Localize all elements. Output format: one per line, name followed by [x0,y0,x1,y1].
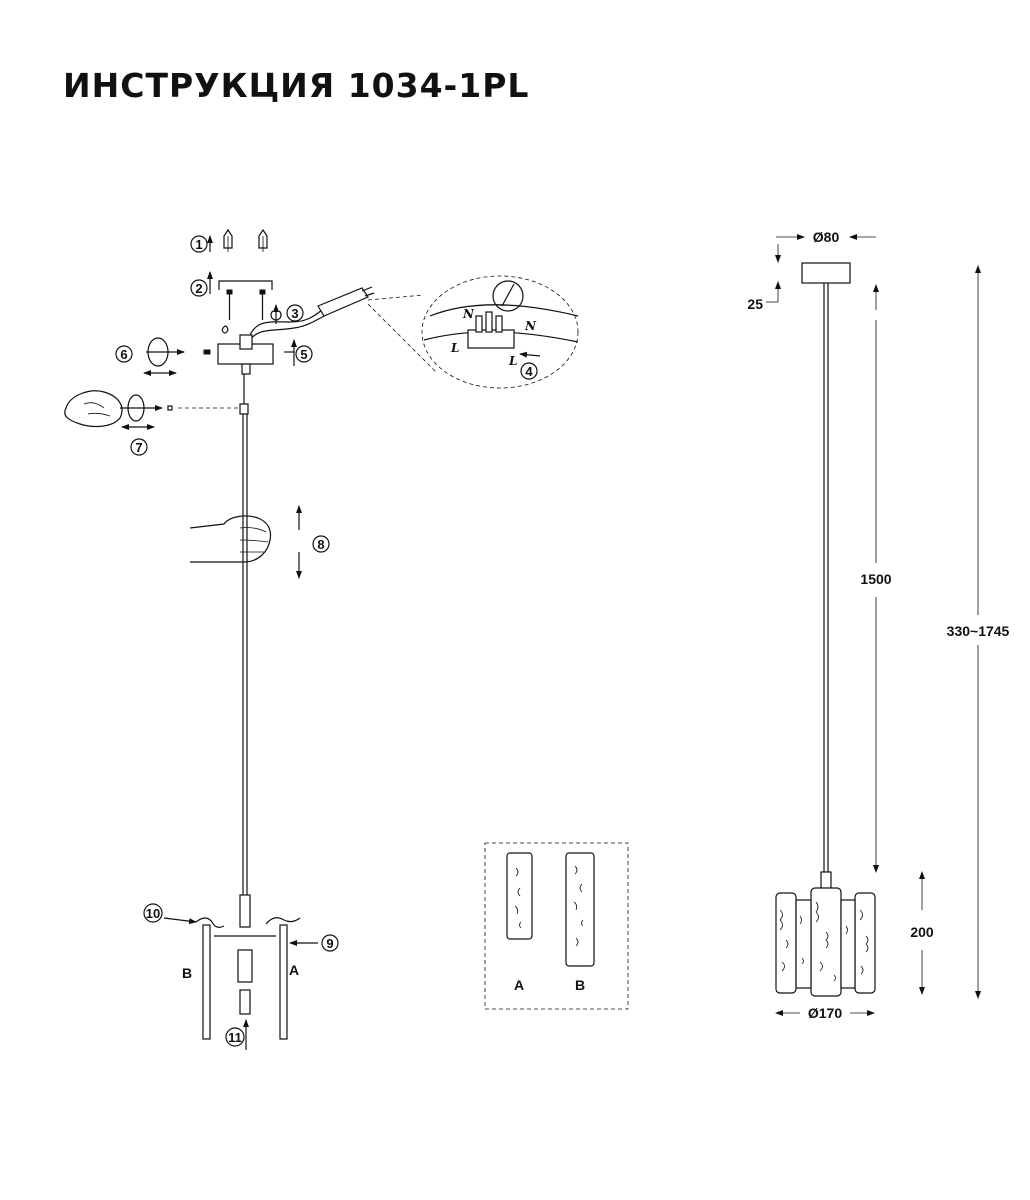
lamp-stem [239,894,251,928]
installation-drawing: 1 2 [64,228,375,1050]
step-6-group: 6 [115,337,211,376]
suspension-cable [239,374,249,895]
shade-front-center [810,887,842,997]
step-7-group: 7 [64,390,240,456]
step-1-group: 1 [190,228,268,253]
step-11-number: 11 [228,1030,242,1045]
wire-label-live: L [508,354,517,368]
detail-outline [421,275,579,389]
canopy-mount [239,334,253,350]
dimension-drawing: Ø80 25 1500 330~1745 Ø170 [747,229,1009,1021]
light-bulb [239,989,251,1015]
step-9-number: 9 [326,936,333,951]
step-4-number: 4 [525,364,533,379]
shade-type-b-label: B [575,977,585,993]
canopy-front [801,262,851,284]
page-title: ИНСТРУКЦИЯ 1034-1PL [63,66,530,105]
wall-plug-icon [258,228,268,252]
lamp-socket [237,949,253,983]
shade-type-b: B [565,852,595,993]
step-11-circle [225,1027,245,1047]
shade-back-right [840,899,856,989]
shade-type-a: A [506,852,533,993]
step-2-circle [190,279,208,297]
shades-front [775,887,876,997]
step-5-number: 5 [300,347,307,362]
dim-canopy-diameter: Ø80 [813,229,840,245]
step-1-number: 1 [195,237,202,252]
screwdriver-icon [492,280,524,312]
canopy [217,325,274,375]
wire-label-neutral: N [524,319,537,333]
dim-total-height: 330~1745 [947,623,1010,639]
lamp-body: B A [182,894,301,1040]
step-9-group: 9 [289,934,339,952]
shade-types-outline [484,842,629,1010]
step-2-number: 2 [195,281,202,296]
shade-b-label: B [182,965,192,981]
shade-front-right [854,892,876,994]
step-8-circle [312,535,330,553]
set-screw [203,349,211,355]
dim-canopy-height: 25 [747,296,763,312]
step-10-arrow [163,917,197,925]
shade-hooks [195,917,301,928]
step-7-number: 7 [135,440,142,455]
set-screw [167,405,173,411]
step-8-group: 8 [189,505,330,579]
wire-label-neutral: N [462,307,475,321]
step-9-circle [321,934,339,952]
dim-shade-height: 200 [910,924,934,940]
wire-label-live: L [450,341,459,355]
step-3-number: 3 [291,306,298,321]
dim-cable-length: 1500 [860,571,891,587]
step-1-circle [190,235,208,253]
step-4-arrow [519,351,541,358]
lamp-stem-front [820,871,832,891]
step-3-group: 3 [246,286,375,346]
step-2-group: 2 [190,271,273,320]
step-8-number: 8 [317,537,324,552]
step-5-group: 5 [284,339,313,366]
supply-wire [246,309,323,346]
step-6-circle [115,345,133,363]
shade-front-left [775,892,797,994]
step-6-number: 6 [120,347,127,362]
step-5-circle [295,345,313,363]
shade-a [279,924,288,1040]
step-4-circle [520,362,538,380]
hand-icon [189,515,272,563]
step-7-circle [130,438,148,456]
step-10-group: 10 [143,903,197,925]
screw-icon [226,289,233,320]
step-10-circle [143,903,163,923]
wall-plug-icon [223,228,233,252]
cable-gripper [239,403,249,415]
screw-icon [259,289,266,320]
shade-types-box: A B [484,842,629,1010]
step-11-group: 11 [225,1019,249,1050]
step-10-number: 10 [146,906,160,921]
canopy-clip [221,325,229,334]
shade-a-label: A [289,962,299,978]
step-3-circle [286,304,304,322]
hand-icon [64,390,123,428]
shade-back-left [795,899,812,989]
wiring-detail: N N L L 4 [367,275,579,389]
dim-shade-diameter: Ø170 [808,1005,842,1021]
canopy-collar [241,363,251,375]
shade-b [202,924,211,1040]
terminal-block [317,287,369,317]
supply-wire [246,313,329,346]
terminal-connector [467,311,515,349]
shade-type-a-label: A [514,977,524,993]
mounting-bracket [218,280,273,290]
